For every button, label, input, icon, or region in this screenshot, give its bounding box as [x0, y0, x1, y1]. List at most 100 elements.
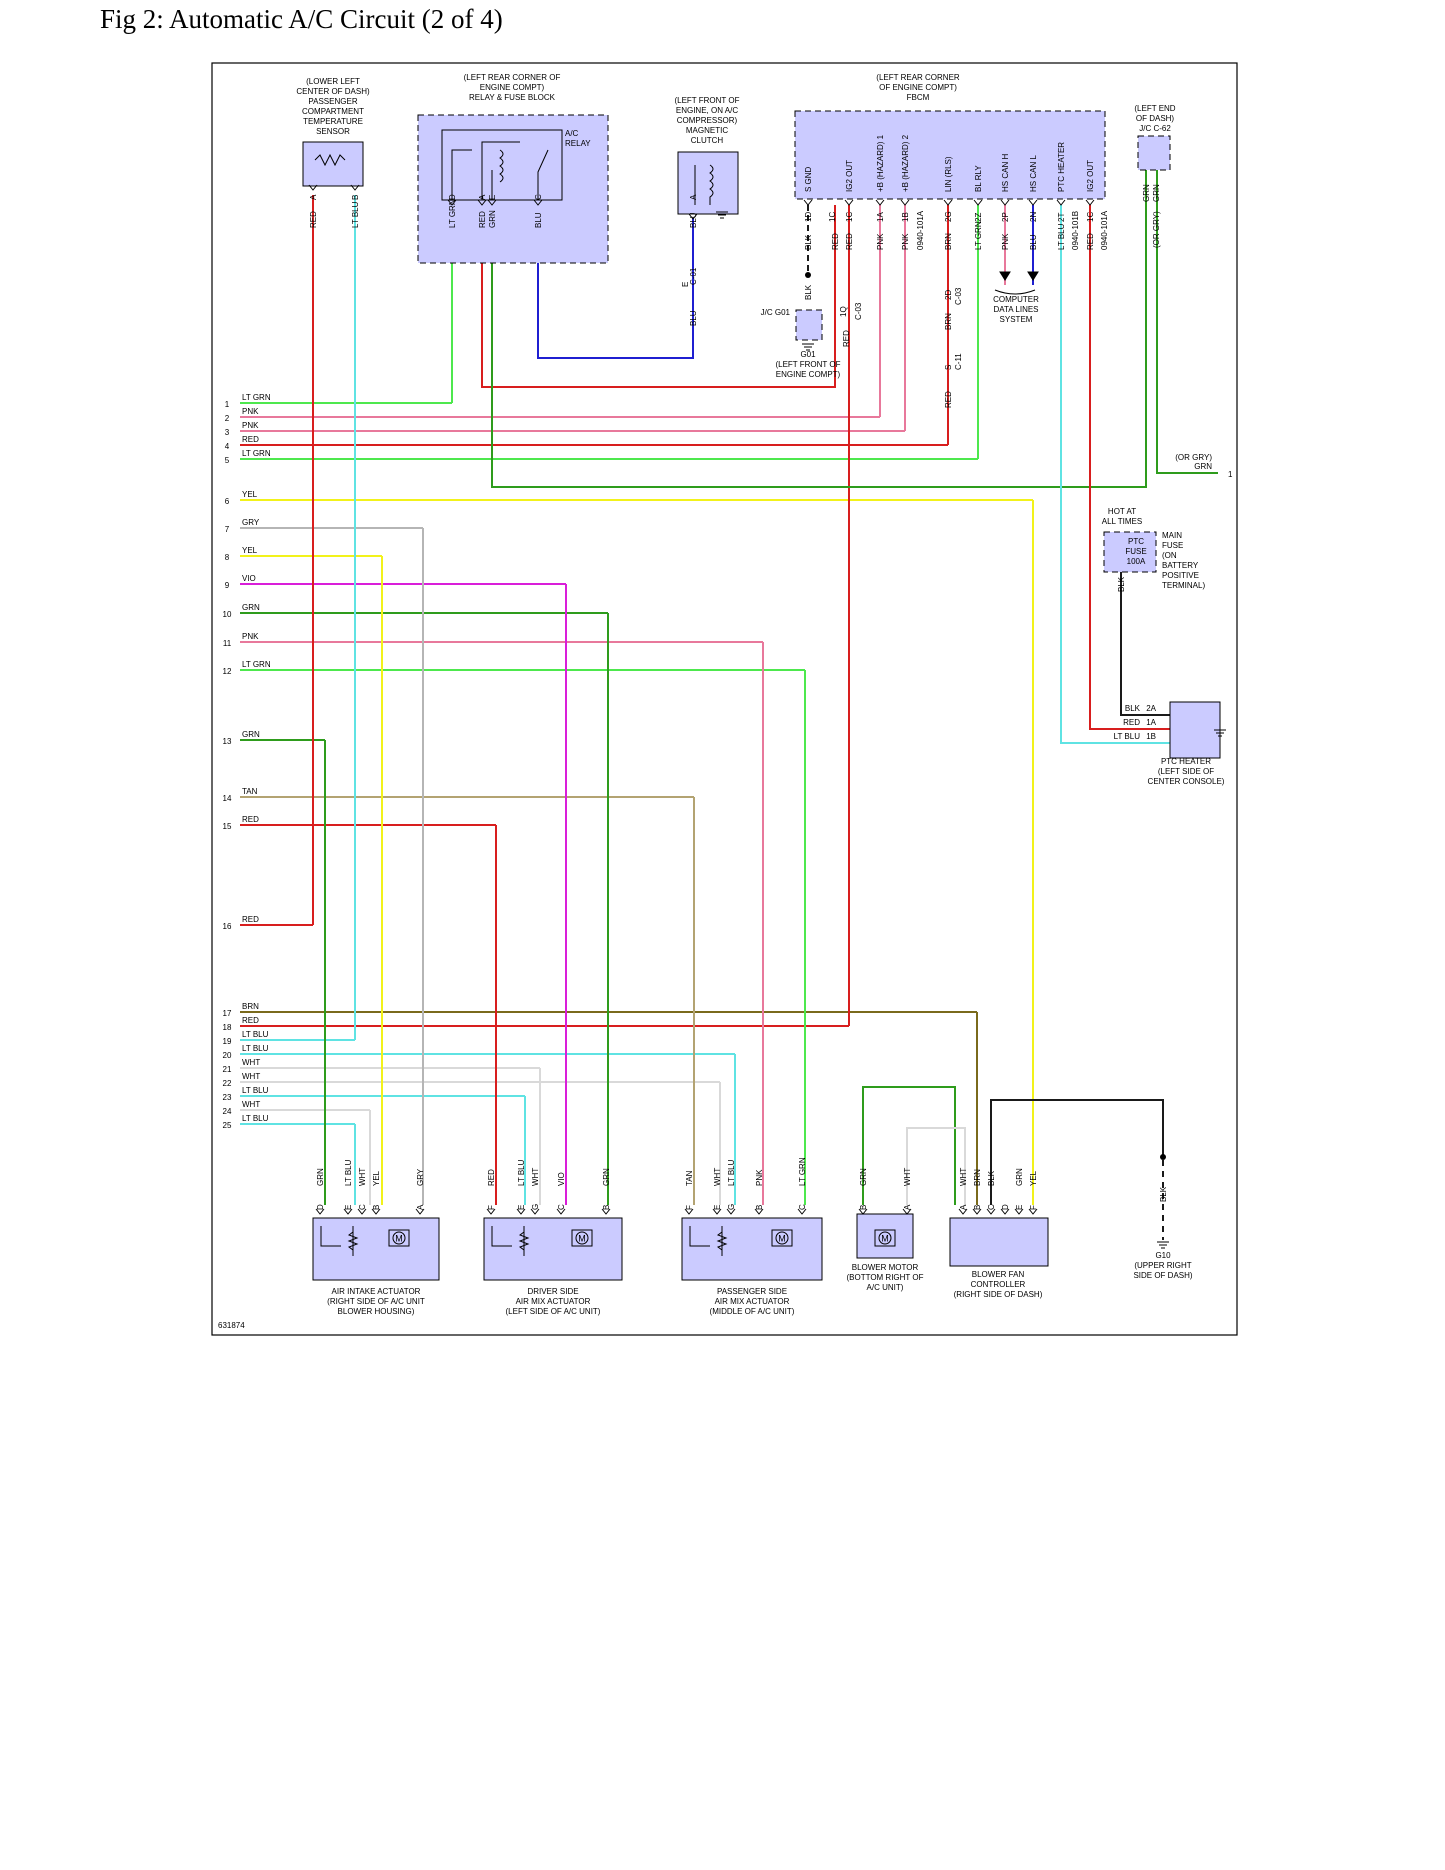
- fbcm-pin-5: [973, 199, 983, 206]
- c01-pin: E: [681, 282, 690, 287]
- ptc-fuse-blk: BLK: [1117, 576, 1126, 592]
- fbcm-pin-7: [1028, 199, 1038, 206]
- harness-wire-label: RED: [242, 435, 259, 444]
- red-lower: RED: [842, 330, 851, 347]
- fbcm-pin-1: [844, 199, 854, 206]
- blower-motor-box: [856, 1213, 914, 1259]
- air_intake-label-line: AIR INTAKE ACTUATOR: [332, 1287, 421, 1296]
- blower-grn-wire: [862, 1086, 956, 1205]
- harness-wire-label: RED: [242, 915, 259, 924]
- ptc-fuse-box: [1103, 531, 1157, 573]
- figure-title: Fig 2: Automatic A/C Circuit (2 of 4): [100, 4, 503, 34]
- harness-wire-label: TAN: [242, 787, 258, 796]
- jc62-grn-wire: [491, 170, 1147, 488]
- air_intake-label-line: BLOWER HOUSING): [338, 1307, 415, 1316]
- bottom-pin-wire: GRN: [1015, 1168, 1024, 1186]
- relay-pin-0: [447, 199, 457, 206]
- bottom-pin-wire: LT BLU: [727, 1159, 736, 1186]
- relay-pin-1: [477, 199, 487, 206]
- blower-motor-label-line: BLOWER MOTOR: [852, 1263, 919, 1272]
- fbcm-terminal: 2P: [1001, 212, 1010, 222]
- jc62-out-label: (OR GRY): [1175, 453, 1212, 462]
- relay-a-red-wire: [481, 200, 836, 388]
- fbcm-wire-label: LT GRN: [974, 221, 983, 250]
- fbcm-box: [794, 110, 1106, 200]
- harness-wire-label: LT GRN: [242, 393, 271, 402]
- harness-pin-number: 17: [223, 1009, 232, 1018]
- c11-label: C-11: [954, 353, 963, 370]
- bottom-pin-wire: GRN: [859, 1168, 868, 1186]
- ptc-fuse-label-line: PTC: [1128, 537, 1144, 546]
- bottom-pin-wire: RED: [487, 1169, 496, 1186]
- relay-block-label-line: RELAY & FUSE BLOCK: [469, 93, 556, 102]
- bottom-pin-wire: YEL: [372, 1170, 381, 1186]
- fbcm-pin-9: [1085, 199, 1095, 206]
- harness-wire-label: WHT: [242, 1072, 260, 1081]
- harness-wire-label: YEL: [242, 490, 258, 499]
- fbcm-pin-name: IG2 OUT: [1086, 160, 1095, 192]
- pass_mix-label-line: PASSENGER SIDE: [717, 1287, 787, 1296]
- ac-relay-label: RELAY: [565, 139, 591, 148]
- hot-label-line: HOT AT: [1108, 507, 1136, 516]
- bottom-pin-letter: E: [713, 1205, 722, 1210]
- blower-pin-b: [858, 1208, 868, 1215]
- fbcm-wire-label: RED: [1086, 233, 1095, 250]
- actuator-pot-icon-0: [320, 1226, 354, 1256]
- bottom-pin-letter: C: [557, 1204, 566, 1210]
- relay-pin-3: [533, 199, 543, 206]
- temp-sensor-label-line: SENSOR: [316, 127, 350, 136]
- actuator-box-0: [312, 1217, 440, 1281]
- blower-ctrl-label-line: (RIGHT SIDE OF DASH): [954, 1290, 1043, 1299]
- top-pin-wire: BLU: [689, 212, 698, 228]
- fbcm-pin-name: LIN (RLS): [944, 156, 953, 192]
- c11-red: RED: [944, 391, 953, 408]
- actuator-pot-icon-1: [491, 1226, 525, 1256]
- harness-wire-label: PNK: [242, 421, 259, 430]
- ctrl-pin-1: [972, 1208, 982, 1215]
- fbcm-wire-label: PNK: [901, 233, 910, 250]
- data-arrows: [999, 271, 1039, 281]
- relay-icon: [451, 141, 549, 200]
- data-lines-label-line: SYSTEM: [1000, 315, 1033, 324]
- temp-sensor-label-line: TEMPERATURE: [303, 117, 363, 126]
- coil-icon: [499, 149, 504, 183]
- sensor-pin-b: [350, 184, 360, 191]
- c03-label: C-03: [854, 302, 863, 320]
- harness-pin-number: 21: [223, 1065, 232, 1074]
- ctrl-pin-2: [986, 1208, 996, 1215]
- ptc-pin-1a: 1A: [1146, 718, 1156, 727]
- bottom-pin-wire: LT GRN: [798, 1157, 807, 1186]
- fbcm-terminal: 1A: [876, 212, 885, 222]
- top-pin-letter: D: [448, 194, 457, 200]
- fbcm-pin-name: HS CAN H: [1001, 154, 1010, 192]
- harness-wire-label: GRN: [242, 603, 260, 612]
- ptc-pin-1b: 1B: [1146, 732, 1156, 741]
- driver_mix-label-line: DRIVER SIDE: [527, 1287, 578, 1296]
- clutch-label-line: CLUTCH: [691, 136, 724, 145]
- fbcm-pin-8: [1056, 199, 1066, 206]
- driver_mix-label-line: (LEFT SIDE OF A/C UNIT): [506, 1307, 601, 1316]
- bottom-pin-letter: C: [358, 1204, 367, 1210]
- bottom-pin-wire: BRN: [973, 1169, 982, 1186]
- fbcm-wire-label: PNK: [876, 233, 885, 250]
- actuator-resistor-icon-1: [518, 1231, 530, 1251]
- data-brace: [994, 289, 1036, 295]
- actuator-pin-1-4: [601, 1208, 611, 1215]
- main-fuse-label: MAIN: [1162, 531, 1182, 540]
- actuator-pin-0-1: [343, 1208, 353, 1215]
- top-pin-letter: B: [351, 195, 360, 200]
- fbcm-terminal-extra: 1C: [828, 212, 837, 222]
- blower-ctrl-label-line: BLOWER FAN: [972, 1270, 1025, 1279]
- driver_mix-label-line: AIR MIX ACTUATOR: [516, 1297, 591, 1306]
- ctrl-pin-4: [1014, 1208, 1024, 1215]
- bottom-pin-wire: YEL: [1029, 1170, 1038, 1186]
- fbcm-pin-name: +B (HAZARD) 2: [901, 134, 910, 192]
- bottom-pin-wire: GRY: [416, 1168, 425, 1186]
- fbcm-wire-label: 0940-101A: [1100, 210, 1109, 250]
- fbcm-wire-label: BLK: [804, 234, 813, 250]
- temp-sensor-label-line: CENTER OF DASH): [296, 87, 370, 96]
- actuator-pin-2-1: [712, 1208, 722, 1215]
- blower-motor-icon: [878, 1231, 892, 1245]
- fbcm-terminal: 2G: [944, 211, 953, 222]
- harness-pin-number: 20: [223, 1051, 232, 1060]
